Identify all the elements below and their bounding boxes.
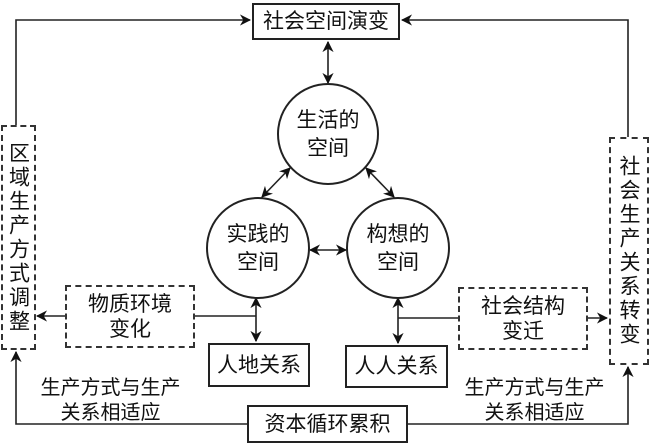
- social-space-evolution-box: 社会空间演变: [252, 3, 400, 40]
- social-structure-box: 社会结构 变迁: [458, 287, 588, 350]
- lived-space-circle: 生活的 空间: [277, 83, 379, 185]
- material-env-line2: 变化: [109, 316, 151, 341]
- conceived-space-line2: 空间: [377, 250, 419, 274]
- capital-accumulation-box: 资本循环累积: [247, 405, 408, 443]
- lived-space-line1: 生活的: [296, 108, 360, 132]
- right-adaptation-label: 生产方式与生产 关系相适应: [452, 375, 617, 425]
- social-structure-line1: 社会结构: [481, 293, 565, 318]
- left-adaptation-label: 生产方式与生产 关系相适应: [28, 375, 193, 425]
- arrow-top-left-circle: [261, 167, 291, 198]
- capital-accumulation-text: 资本循环累积: [264, 411, 391, 436]
- practiced-space-line2: 空间: [237, 250, 279, 274]
- human-land-box: 人地关系: [208, 343, 310, 387]
- social-production-relation-text: 社会生产关系转变: [617, 155, 641, 347]
- human-human-text: 人人关系: [354, 354, 439, 378]
- arrow-capital-right: [408, 365, 634, 425]
- regional-production-text: 区域生产方式调整: [6, 141, 31, 334]
- social-space-evolution-text: 社会空间演变: [263, 9, 389, 33]
- right-adaptation-line1: 生产方式与生产: [464, 375, 605, 399]
- conceived-space-line1: 构想的: [366, 222, 430, 246]
- left-adaptation-line2: 关系相适应: [60, 400, 161, 424]
- social-production-relation-box: 社会生产关系转变: [609, 137, 649, 365]
- material-env-line1: 物质环境: [88, 291, 172, 316]
- human-human-box: 人人关系: [345, 345, 448, 388]
- arrow-capital-left: [10, 350, 247, 425]
- arrow-top-right-circle: [365, 167, 395, 198]
- conceived-space-circle: 构想的 空间: [346, 197, 450, 299]
- practiced-space-line1: 实践的: [226, 222, 290, 246]
- material-env-box: 物质环境 变化: [65, 285, 195, 348]
- practiced-space-circle: 实践的 空间: [206, 197, 310, 299]
- social-structure-line2: 变迁: [502, 318, 544, 343]
- arrow-right-to-top: [400, 14, 629, 137]
- right-adaptation-line2: 关系相适应: [484, 400, 585, 424]
- lived-space-line2: 空间: [307, 136, 349, 160]
- left-adaptation-line1: 生产方式与生产: [40, 375, 181, 399]
- regional-production-box: 区域生产方式调整: [1, 125, 36, 350]
- arrow-left-to-top: [15, 14, 252, 125]
- human-land-text: 人地关系: [217, 352, 301, 377]
